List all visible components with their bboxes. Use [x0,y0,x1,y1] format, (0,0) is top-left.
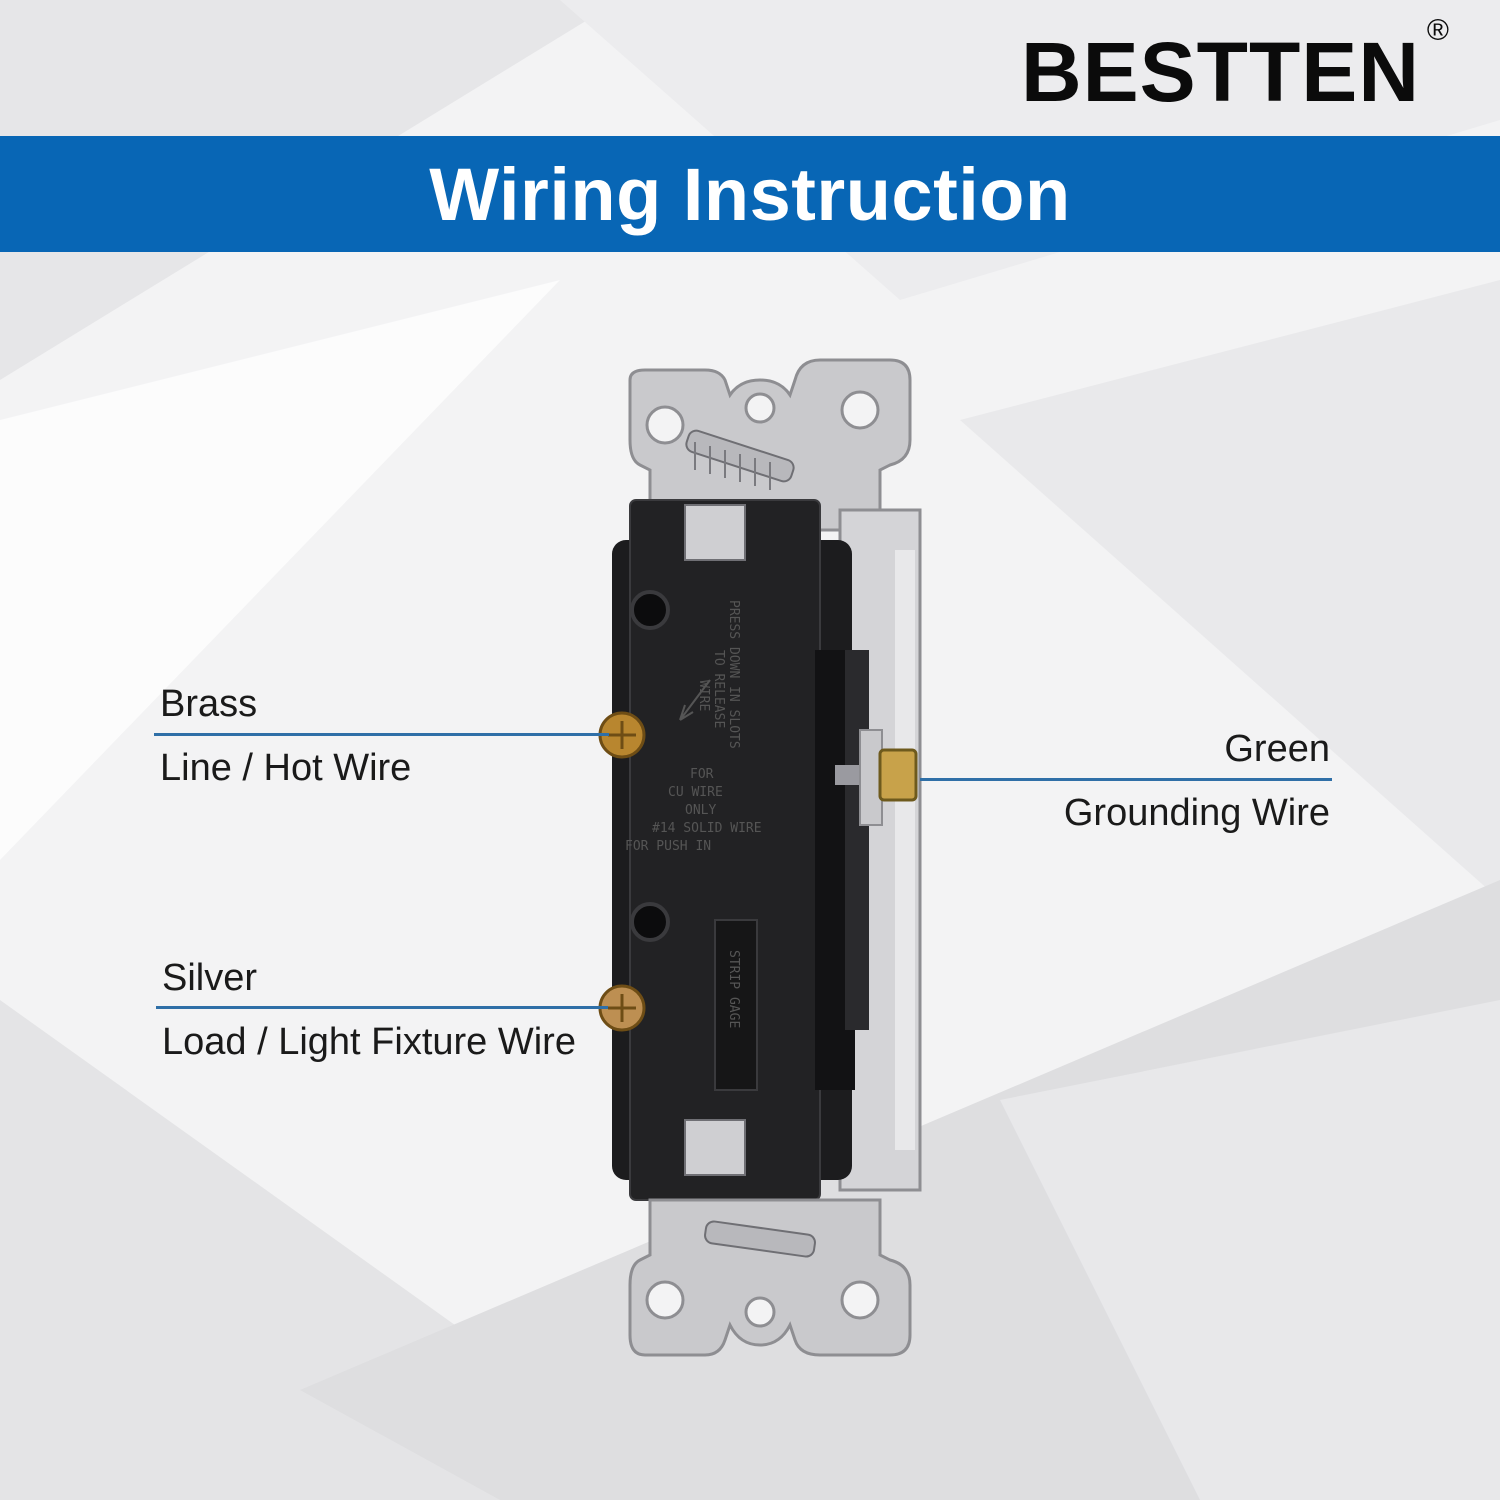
switch-body: PRESS DOWN IN SLOTS TO RELEASE WIRE FOR … [612,499,869,1201]
cu-note-line-3: ONLY [685,803,716,818]
title-banner: Wiring Instruction [0,136,1500,252]
line-hot-wire-label: Line / Hot Wire [160,747,412,789]
release-note-line-1: PRESS DOWN IN SLOTS [726,600,741,749]
mounting-strap-top [628,358,912,532]
release-note-line-3: WIRE [696,680,711,711]
strip-gauge-text: STRIP GAGE [726,950,741,1028]
cu-note-line-4: #14 SOLID WIRE [652,821,762,836]
green-ground-screw [835,729,918,826]
brand-name: BESTTEN [1020,25,1420,119]
load-light-fixture-wire-label: Load / Light Fixture Wire [162,1021,576,1063]
brass-leader-line [154,733,609,736]
cu-note-line-5: FOR PUSH IN [625,839,711,854]
cu-note-line-1: FOR [690,767,714,782]
registered-mark: ® [1426,14,1450,47]
mounting-strap-bottom [628,1198,912,1357]
switch-device-illustration: PRESS DOWN IN SLOTS TO RELEASE WIRE FOR … [598,358,922,1357]
brand-logo: BESTTEN ® [1021,16,1449,115]
mounting-screw-bottom [704,1220,816,1258]
page-title: Wiring Instruction [429,152,1071,236]
grounding-wire-label: Grounding Wire [1063,792,1330,834]
brass-label: Brass [160,683,258,725]
silver-label: Silver [162,957,258,999]
silver-leader-line [156,1006,608,1009]
green-label: Green [1224,728,1330,770]
release-note-line-2: TO RELEASE [711,650,726,728]
green-leader-line [920,778,1332,781]
cu-note-line-2: CU WIRE [668,785,723,800]
mounting-screw-top [685,429,795,490]
